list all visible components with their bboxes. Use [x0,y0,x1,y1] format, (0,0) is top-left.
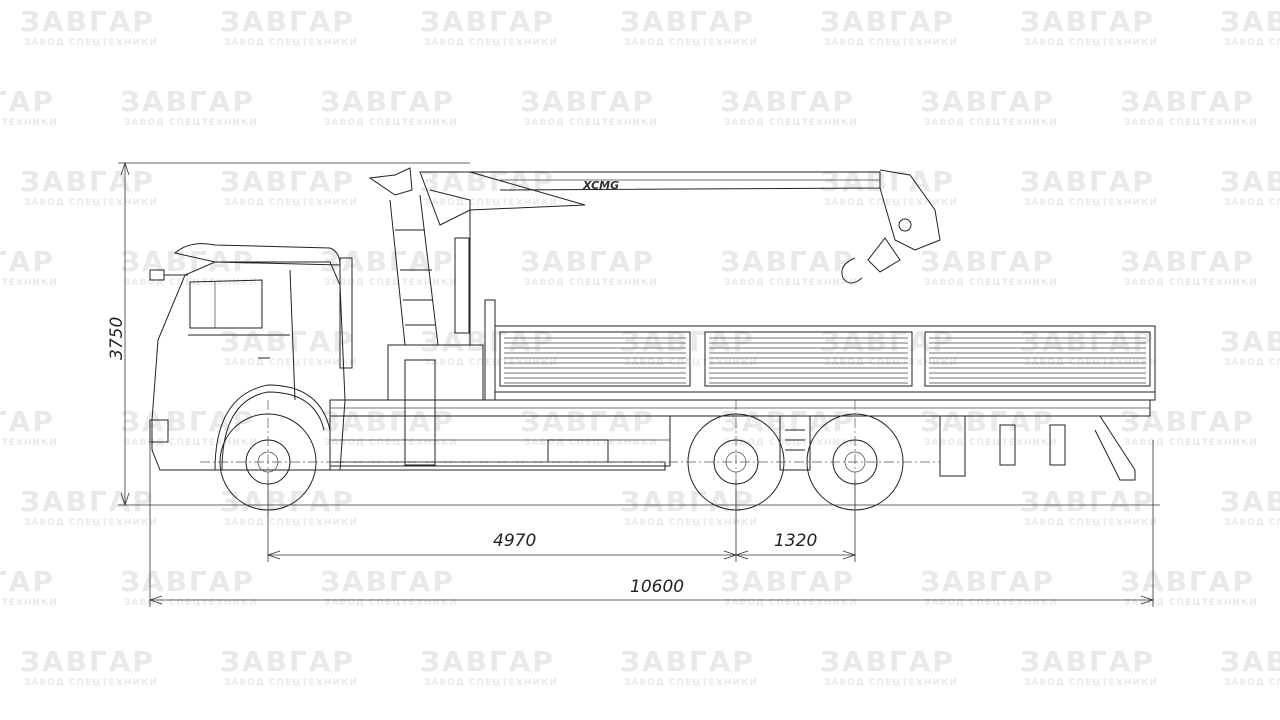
bed-side-panel [704,331,913,387]
dimension-length-label: 10600 [630,577,684,597]
crane-column [368,167,496,466]
crane-hook [841,257,863,284]
dimension-height-label: 3750 [107,317,127,360]
dimension-lines [118,161,1160,607]
bed-side-panel [499,331,691,387]
truck-cab [149,243,353,471]
crane-brand-logo: XCMG [582,179,619,192]
cargo-bed [494,325,1156,401]
bed-side-panel [924,331,1151,387]
dimension-axle-spacing-label: 1320 [774,531,817,551]
dimension-wheelbase-label: 4970 [493,531,536,551]
axle-centerlines [200,400,940,525]
crane-boom [419,169,941,284]
